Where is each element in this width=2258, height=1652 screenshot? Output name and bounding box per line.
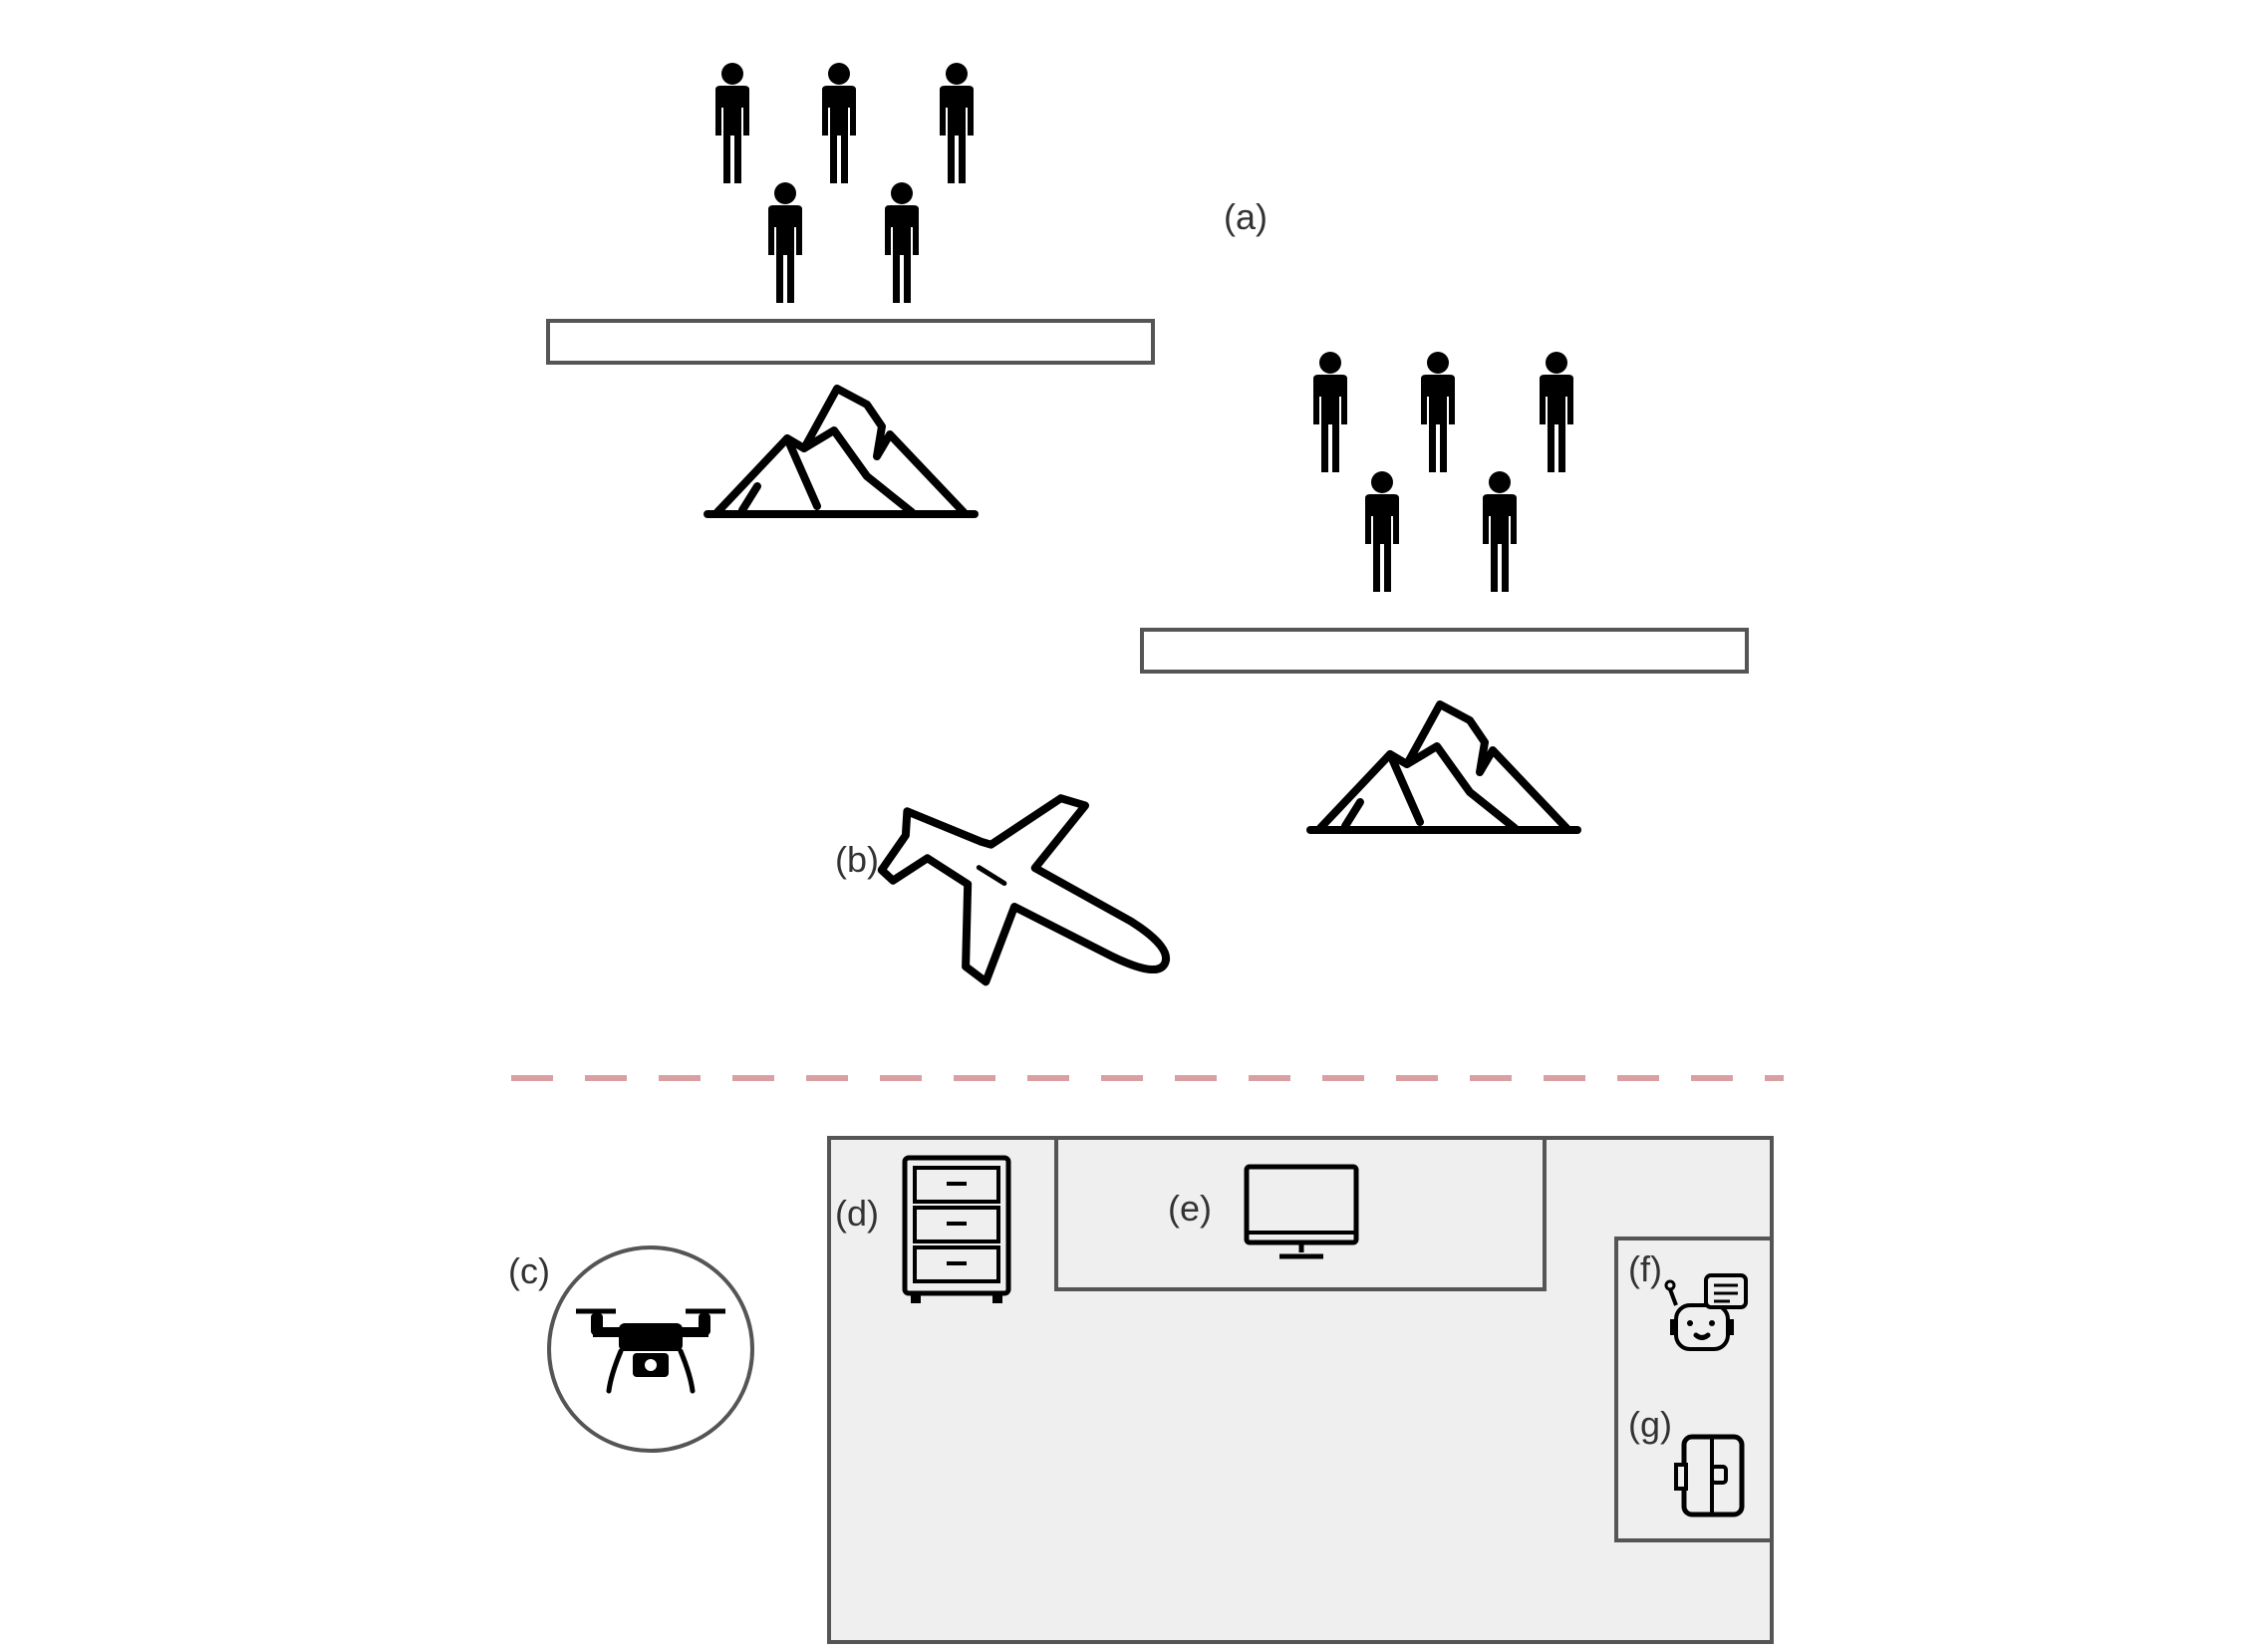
label-a: (a) <box>1224 196 1268 237</box>
label-c: (c) <box>508 1250 550 1291</box>
person-icon <box>1483 471 1517 592</box>
airplane-icon <box>877 794 1170 986</box>
label-e: (e) <box>1168 1188 1212 1229</box>
person-icon <box>940 63 974 183</box>
person-icon <box>1365 471 1399 592</box>
people-group-upper <box>715 63 974 303</box>
person-icon <box>1313 352 1347 472</box>
cabinet-icon <box>902 1155 1011 1303</box>
person-icon <box>822 63 856 183</box>
mountain-icon <box>1306 700 1581 834</box>
person-icon <box>768 182 802 303</box>
door-device-icon <box>1674 1434 1745 1517</box>
platform-right <box>1140 628 1749 674</box>
chatbot-icon <box>1664 1273 1748 1351</box>
drone-icon <box>576 1308 725 1394</box>
people-group-right <box>1313 352 1573 592</box>
person-icon <box>1540 352 1573 472</box>
person-icon <box>885 182 919 303</box>
person-icon <box>1421 352 1455 472</box>
platform-upper <box>546 319 1155 365</box>
label-g: (g) <box>1628 1404 1672 1445</box>
label-f: (f) <box>1628 1248 1662 1289</box>
label-d: (d) <box>835 1193 879 1234</box>
label-b: (b) <box>835 839 879 880</box>
person-icon <box>715 63 749 183</box>
monitor-icon <box>1244 1164 1359 1259</box>
mountain-icon <box>704 385 979 518</box>
